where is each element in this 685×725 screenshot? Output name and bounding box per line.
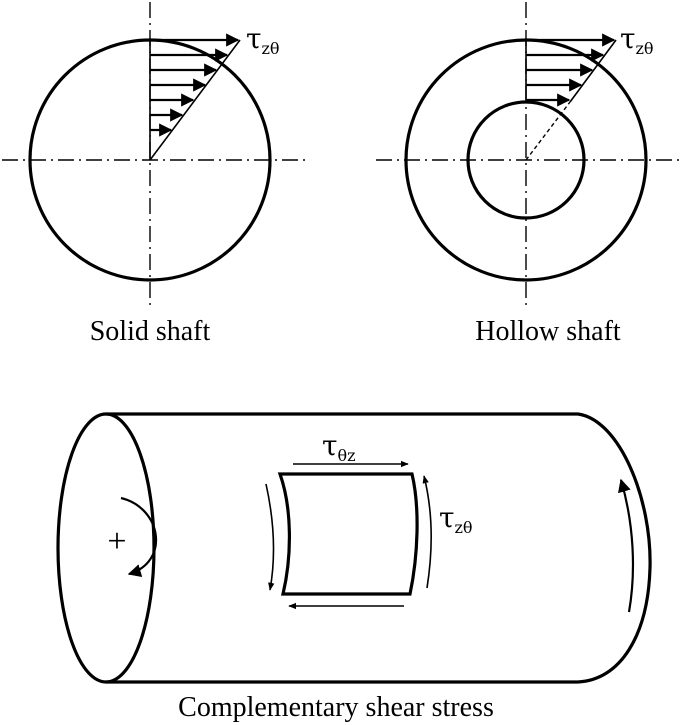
shear-arrow-left xyxy=(265,483,275,591)
cylinder-figure: + τθz τzθ Complementary shear stress xyxy=(56,412,652,723)
hollow-stress-extrapolation-line xyxy=(525,101,571,161)
solid-tau-label: τzθ xyxy=(246,22,280,58)
stress-element xyxy=(277,472,419,596)
hollow-tau-label: τzθ xyxy=(620,22,654,58)
plus-sign: + xyxy=(107,523,126,560)
cylinder-end-face xyxy=(56,412,156,684)
solid-shaft-caption: Solid shaft xyxy=(90,316,211,347)
cylinder-body-outline xyxy=(106,412,652,684)
solid-shaft-figure: τzθ Solid shaft xyxy=(2,2,310,347)
hollow-shaft-figure: τzθ Hollow shaft xyxy=(376,2,684,347)
cylinder-caption: Complementary shear stress xyxy=(178,692,494,723)
solid-stress-distribution xyxy=(149,33,241,161)
tau-theta-z-label: τθz xyxy=(322,429,356,465)
right-torque-arrow xyxy=(618,478,635,613)
end-face-torque-arrow xyxy=(120,496,157,577)
hollow-stress-distribution xyxy=(525,33,617,161)
hollow-shaft-caption: Hollow shaft xyxy=(475,316,621,347)
tau-z-theta-label: τzθ xyxy=(439,501,473,537)
shear-arrow-right xyxy=(422,475,432,589)
